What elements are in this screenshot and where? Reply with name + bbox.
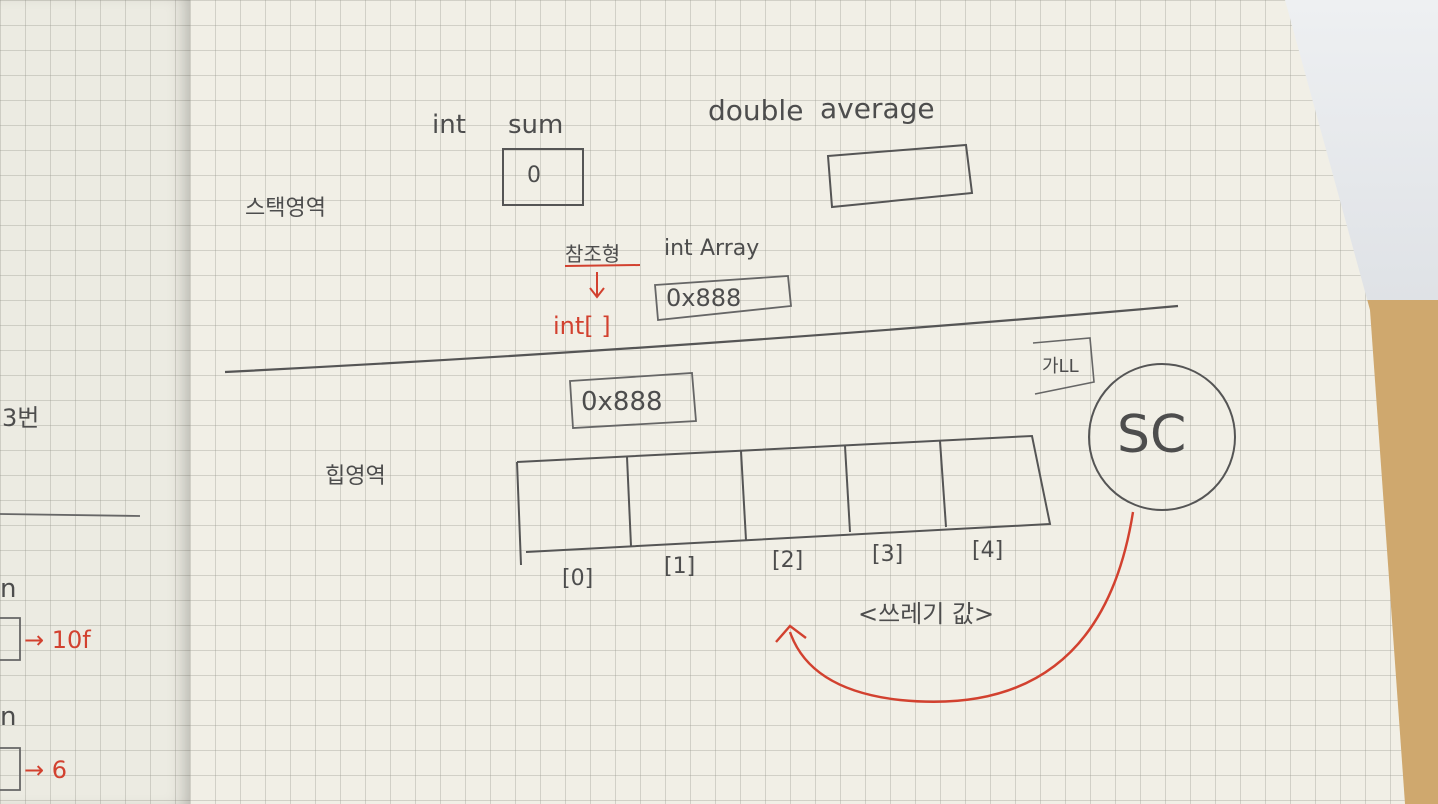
heap-array-outline [516,434,1052,553]
heap-index-3: [3] [872,542,904,567]
heap-area-label: 힙영역 [325,464,386,489]
stack-heap-divider [224,304,1179,374]
left-box-a [0,617,21,661]
gc-collect-arrowhead [775,624,807,643]
gc-circle-label: SC [1117,405,1187,465]
sum-name-label: sum [508,110,564,140]
left-note-a: n [0,574,17,604]
array-ref-value: 0x888 [666,284,742,312]
array-type-red-label: int[ ] [553,312,611,340]
average-box [826,143,974,209]
right-notebook-page [190,0,1405,804]
gc-tag: 가LL [1042,356,1079,377]
gc-tag-box [1032,337,1095,395]
heap-cell-divider [939,440,947,528]
left-item-label: 3번 [2,404,40,432]
average-name-label: average [820,92,935,125]
heap-array-left-edge [516,461,522,566]
left-page-divider [0,513,141,517]
array-ref-box [654,275,792,321]
left-notebook-page [0,0,190,804]
heap-address-value: 0x888 [581,387,663,417]
left-arrow-a: → 10f [24,626,91,654]
average-type-label: double [708,94,804,127]
sum-type-label: int [432,110,466,140]
heap-index-2: [2] [772,548,804,573]
heap-cell-divider [626,456,632,547]
stack-area-label: 스택영역 [245,196,326,221]
heap-address-box [569,372,697,429]
heap-cell-divider [844,445,851,533]
red-down-arrow [589,272,605,299]
ref-type-underline [564,264,641,267]
left-note-b: n [0,702,17,732]
heap-index-1: [1] [664,554,696,579]
left-box-b [0,747,21,791]
sum-box [502,148,584,206]
gc-collect-arrow [788,511,1135,703]
heap-index-4: [4] [972,538,1004,563]
array-name-label: Array [700,236,760,261]
ref-type-label: 참조형 [565,242,621,266]
heap-caption: <쓰레기 값> [858,600,995,628]
gc-circle [1088,363,1236,511]
left-arrow-b: → 6 [24,756,68,784]
sum-value: 0 [527,163,541,188]
heap-cell-divider [740,450,747,541]
array-type-label: int [664,236,693,261]
heap-index-0: [0] [562,566,594,591]
